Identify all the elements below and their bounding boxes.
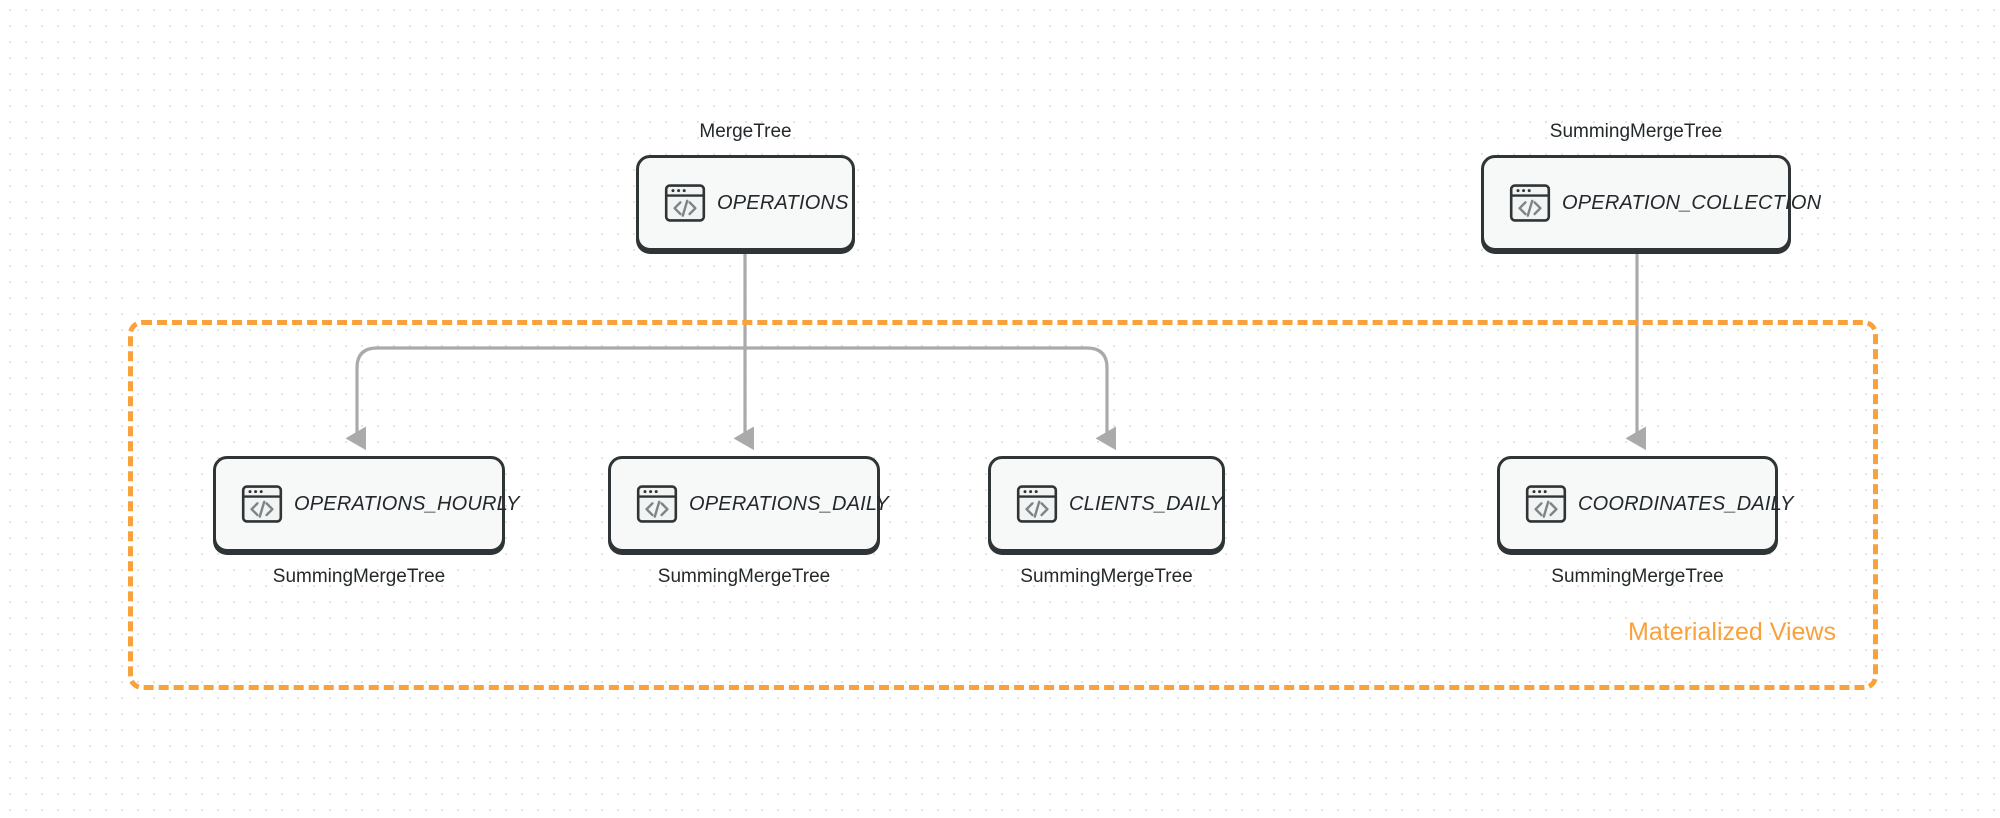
node-title: OPERATIONS_DAILY	[689, 492, 889, 515]
node-operations_hourly[interactable]: OPERATIONS_HOURLY	[213, 456, 519, 552]
code-window-icon	[636, 485, 678, 523]
node-operation_collection[interactable]: OPERATION_COLLECTION	[1481, 155, 1821, 251]
node-caption-operations_daily: SummingMergeTree	[657, 566, 831, 587]
node-coordinates_daily[interactable]: COORDINATES_DAILY	[1497, 456, 1793, 552]
code-window-icon	[1016, 485, 1058, 523]
node-title: OPERATION_COLLECTION	[1562, 191, 1822, 214]
node-caption-operation_collection: SummingMergeTree	[1549, 121, 1723, 142]
materialized-views-group	[128, 320, 1878, 690]
node-caption-operations_hourly: SummingMergeTree	[272, 566, 446, 587]
node-operations_daily[interactable]: OPERATIONS_DAILY	[608, 456, 889, 552]
node-title: OPERATIONS_HOURLY	[294, 492, 520, 515]
node-operations[interactable]: OPERATIONS	[636, 155, 855, 251]
code-window-icon	[1509, 184, 1551, 222]
node-caption-coordinates_daily: SummingMergeTree	[1551, 566, 1724, 587]
node-title: OPERATIONS	[717, 191, 849, 214]
node-clients_daily[interactable]: CLIENTS_DAILY	[988, 456, 1225, 552]
code-window-icon	[664, 184, 706, 222]
node-title: CLIENTS_DAILY	[1069, 492, 1224, 515]
node-caption-clients_daily: SummingMergeTree	[1020, 566, 1193, 587]
code-window-icon	[241, 485, 283, 523]
materialized-views-label: Materialized Views	[1628, 618, 1836, 646]
node-title: COORDINATES_DAILY	[1578, 492, 1794, 515]
node-caption-operations: MergeTree	[699, 121, 792, 142]
code-window-icon	[1525, 485, 1567, 523]
